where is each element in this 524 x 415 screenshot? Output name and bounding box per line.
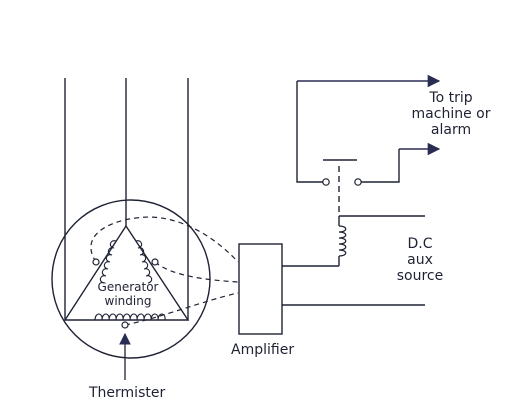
amplifier-box <box>238 243 283 335</box>
machine-circle <box>51 199 211 359</box>
thermistor-lead-2 <box>154 261 239 283</box>
delta-triangle <box>63 224 190 321</box>
winding-coil-right <box>135 240 153 284</box>
generator-label-line1: Generator <box>97 280 159 294</box>
trip-label-line2: machine or <box>411 106 491 123</box>
dc-source-label: D.C aux source <box>385 236 455 284</box>
dc-label-line3: source <box>396 268 444 285</box>
winding-coil-left <box>99 240 117 284</box>
generator-label-line2: winding <box>104 293 152 308</box>
thermister-label: Thermister <box>89 385 166 401</box>
dc-label-line2: aux <box>407 252 433 269</box>
thermistor-lead-1 <box>90 216 239 263</box>
trip-label: To trip machine or alarm <box>403 90 499 138</box>
generator-winding-label: Generator winding <box>90 280 166 309</box>
amplifier-label: Amplifier <box>231 342 295 358</box>
relay-coil <box>338 225 347 257</box>
thermistor-lead-3 <box>124 292 239 326</box>
trip-wire-right <box>361 149 400 183</box>
trip-label-line3: alarm <box>430 122 472 139</box>
dc-label-line1: D.C <box>407 236 433 252</box>
thermistor-point-right <box>151 258 159 266</box>
winding-coil-bottom <box>94 313 166 321</box>
thermistor-point-bottom <box>121 321 129 329</box>
trip-label-line1: To trip <box>429 90 473 106</box>
relay-contact-right <box>354 178 362 186</box>
thermistor-point-left <box>92 258 100 266</box>
trip-wire-left <box>296 81 323 183</box>
relay-contact-left <box>322 178 330 186</box>
